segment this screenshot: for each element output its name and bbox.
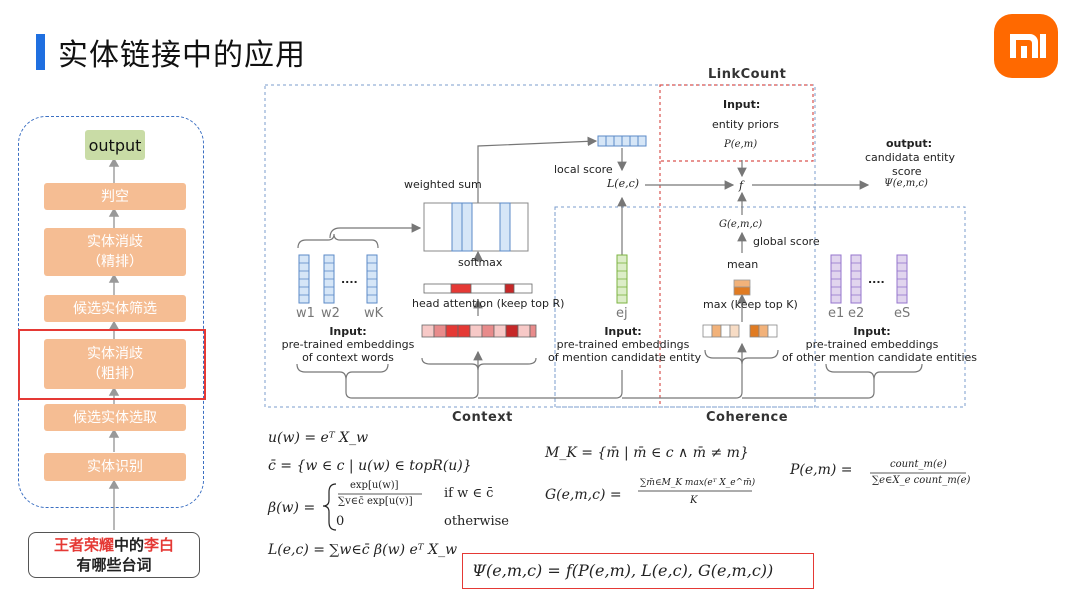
query-box: 王者荣耀中的李白 有哪些台词 [28,532,200,578]
mention-input-line1: pre-trained embeddings [556,338,690,351]
step-entity-recognition: 实体识别 [44,453,186,481]
query-line2: 有哪些台词 [76,556,152,574]
es-label: eS [894,306,911,321]
local-score-vector [597,135,647,147]
beta-num: exp[u(w)] [350,480,399,491]
ej-label: ej [616,306,628,321]
weighted-sum-matrix [423,202,529,252]
max-topk-label: max (keep top K) [703,298,798,311]
linkcount-title: LinkCount [708,67,787,82]
l-ec-label: L(e,c) [607,177,640,190]
g-emc-label: G(e,m,c) [719,219,763,230]
mention-input: Input: pre-trained embeddings of mention… [548,325,702,364]
other-entities-input: Input: pre-trained embeddings of other m… [782,325,977,364]
softmax-vector [423,283,533,294]
f-node: f [739,179,744,192]
coherence-region [554,206,966,408]
output-line1: candidata entity [865,151,956,164]
global-score-label: global score [753,235,820,248]
highlight-coarse-ranking [18,329,206,400]
weighted-sum-label: weighted sum [404,178,482,191]
formula-g-lhs: G(e,m,c) = [545,487,622,503]
coherence-title: Coherence [706,410,789,425]
e2-label: e2 [848,306,865,321]
beta-cond2: otherwise [444,514,509,529]
step-candidate-filter: 候选实体筛选 [44,295,186,322]
wk-label: wK [364,306,384,321]
formula-beta-lhs: β(w) = [268,500,316,516]
formula-m-k: M_K = {m̄ | m̄ ∈ c ∧ m̄ ≠ m} [545,445,749,461]
pipeline-output: output [85,130,145,160]
entity-dots: .... [868,273,885,286]
output-label: output: [886,137,933,150]
w2-label: w2 [321,306,340,321]
title-accent-bar [36,34,45,70]
e1-label: e1 [828,306,845,321]
slide-title: 实体链接中的应用 [58,38,306,73]
beta-den: ∑v∈c̄ exp[u(v)] [338,496,413,507]
linkcount-input-label: Input: [723,98,761,111]
linkcount-region [659,84,814,162]
query-game: 王者荣耀 [53,536,114,554]
formula-psi: Ψ(e,m,c) = f(P(e,m), L(e,c), G(e,m,c)) [472,561,774,580]
pipeline-arrows [108,157,120,530]
context-word-vectors [298,254,378,304]
query-connector: 中的 [113,536,144,554]
context-input-line1: pre-trained embeddings [281,338,415,351]
g-num: ∑m̄∈M_K max(eᵀ X_e^m̄) [640,478,756,488]
context-input: Input: pre-trained embeddings of context… [268,325,428,364]
mention-input-line2: of mention candidate entity [548,351,702,364]
context-dots: .... [341,273,358,286]
local-score-label: local score [554,163,613,176]
xiaomi-logo-icon [994,14,1058,78]
step-empty-check: 判空 [44,183,186,210]
step-disambiguation-coarse: 实体消歧 （粗排） [44,339,186,389]
step-candidate-select: 候选实体选取 [44,404,186,431]
context-input-line2: of context words [302,351,394,364]
context-input-bold: Input: [329,325,367,338]
other-input-bold: Input: [853,325,891,338]
output-line2: score [892,165,922,178]
mean-label: mean [727,258,759,271]
formula-p-lhs: P(e,m) = [790,462,853,478]
other-input-line1: pre-trained embeddings [805,338,939,351]
g-den: K [690,495,698,506]
query-hero: 李白 [144,536,175,554]
psi-formula-box [462,553,814,589]
p-em-label: P(e,m) [724,139,758,150]
formula-c-bar: c̄ = {w ∈ c | u(w) ∈ topR(u)} [268,458,472,474]
formula-l-ec: L(e,c) = ∑w∈c̄ β(w) eᵀ X_w [268,542,458,558]
mean-vector [733,279,751,296]
head-attention-label: head attention (keep top R) [412,297,565,310]
pipeline-container [18,116,204,508]
entity-priors-label: entity priors [712,118,779,131]
formula-u-w: u(w) = eᵀ X_w [268,430,369,446]
mention-entity-vector [616,254,628,304]
p-num: count_m(e) [890,459,947,470]
context-title: Context [452,410,513,425]
psi-small: Ψ(e,m,c) [884,178,928,189]
context-region [264,84,816,408]
beta-brace [322,483,337,531]
w1-label: w1 [296,306,315,321]
p-den: ∑e∈X_e count_m(e) [872,475,971,486]
mention-input-bold: Input: [604,325,642,338]
step-disambiguation-fine: 实体消歧 （精排） [44,228,186,276]
beta-case2: 0 [336,514,345,529]
other-input-line2: of other mention candidate entities [782,351,977,364]
head-attention-vector [421,324,537,338]
max-topk-vector [702,324,778,338]
softmax-label: softmax [458,256,503,269]
beta-cond1: if w ∈ c̄ [444,486,494,501]
